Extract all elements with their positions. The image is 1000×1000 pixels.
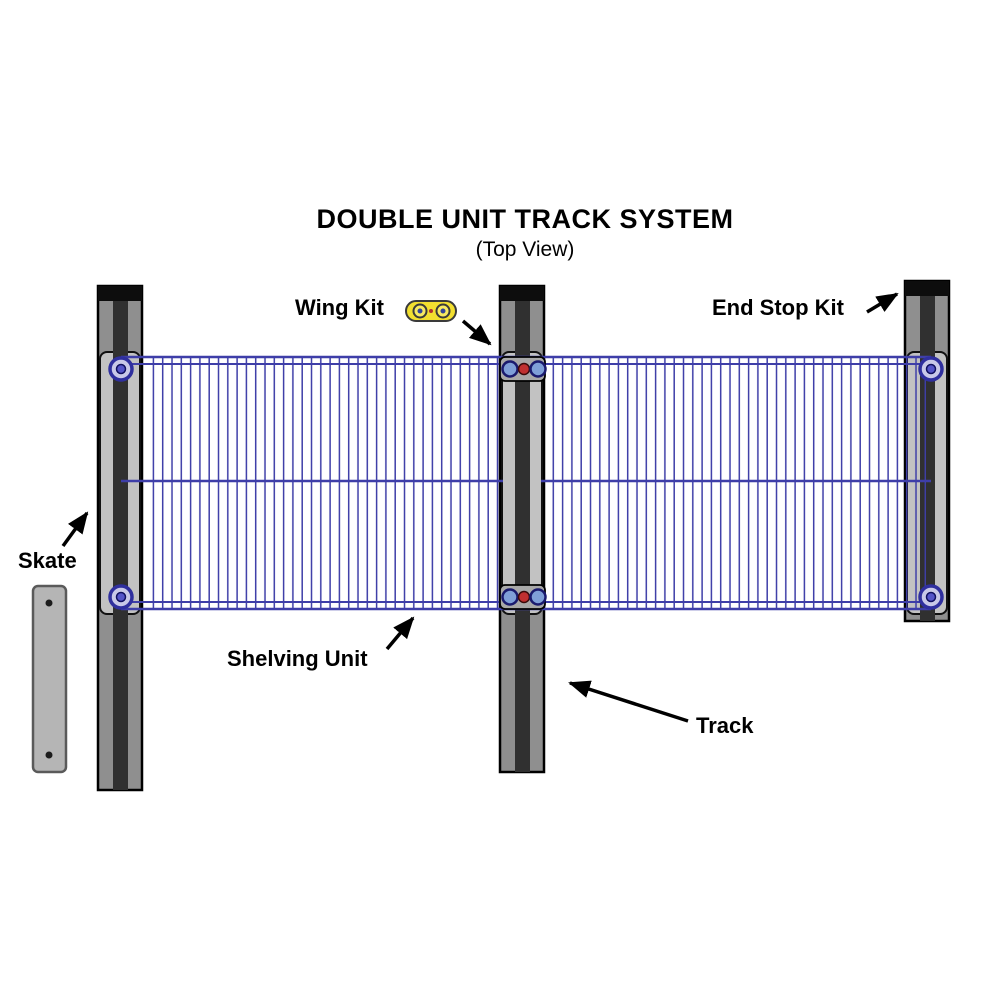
end-stop-kit-label: End Stop Kit bbox=[712, 295, 844, 320]
right-shelf-wires bbox=[546, 357, 926, 609]
track-arrow bbox=[568, 680, 689, 723]
skate-hole bbox=[45, 751, 53, 759]
skate-label: Skate bbox=[18, 548, 77, 573]
page-title: DOUBLE UNIT TRACK SYSTEM bbox=[316, 204, 734, 234]
track-label: Track bbox=[696, 713, 754, 738]
wing-kit-graphic bbox=[405, 300, 457, 322]
connector-bolt-red bbox=[517, 590, 531, 604]
skate-hole bbox=[45, 599, 53, 607]
center-bottom-connector bbox=[499, 584, 547, 610]
connector-bolt-blue bbox=[501, 360, 519, 378]
diagram-header: DOUBLE UNIT TRACK SYSTEM (Top View) bbox=[50, 204, 1000, 262]
callout-arrows bbox=[61, 292, 899, 723]
skate-graphic bbox=[31, 584, 68, 774]
connector-bolt-blue bbox=[501, 588, 519, 606]
skate-arrow bbox=[61, 511, 89, 548]
page-subtitle: (Top View) bbox=[475, 238, 575, 261]
center-track-cap bbox=[500, 286, 544, 301]
end-stop-kit-graphic bbox=[905, 281, 949, 296]
connector-bolt-red bbox=[517, 362, 531, 376]
caster bbox=[918, 356, 944, 382]
left-track-channel bbox=[113, 286, 128, 790]
center-top-connector bbox=[499, 356, 547, 382]
wing-kit-label: Wing Kit bbox=[295, 295, 384, 320]
shelf-corner-casters bbox=[108, 356, 944, 610]
wing-kit-arrow bbox=[461, 319, 492, 346]
end-stop-kit-arrow bbox=[866, 292, 899, 314]
shelving-unit-arrow bbox=[385, 616, 415, 651]
left-shelf-wires bbox=[146, 357, 500, 609]
shelving-unit-label: Shelving Unit bbox=[227, 646, 368, 671]
shelving-unit-graphic bbox=[121, 355, 931, 611]
caster bbox=[108, 356, 134, 382]
center-channel-cover bbox=[515, 381, 530, 585]
connector-bolt-blue bbox=[529, 588, 547, 606]
caster bbox=[918, 584, 944, 610]
caster bbox=[108, 584, 134, 610]
connector-bolt-blue bbox=[529, 360, 547, 378]
left-track-cap bbox=[98, 286, 142, 301]
